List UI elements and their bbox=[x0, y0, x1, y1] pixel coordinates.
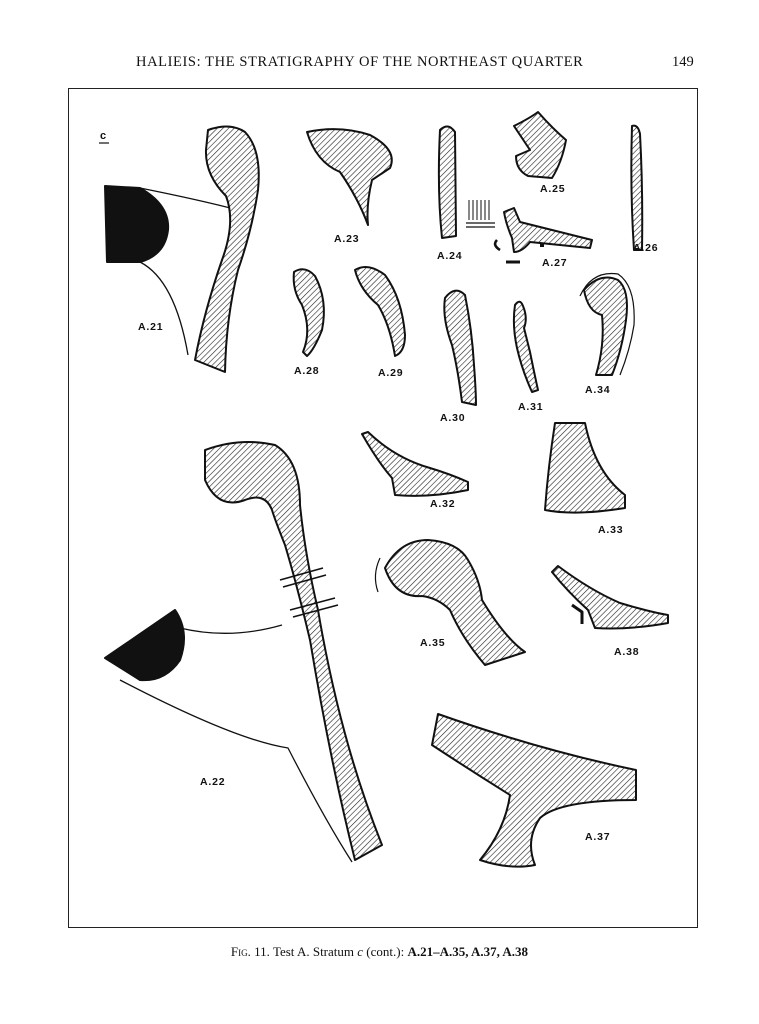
caption-label: Fig. 11. bbox=[230, 944, 270, 959]
label-a31: A.31 bbox=[518, 401, 543, 413]
profile-a27 bbox=[466, 200, 593, 264]
label-a26: A.26 bbox=[633, 242, 658, 254]
profile-a29 bbox=[354, 265, 406, 357]
label-a30: A.30 bbox=[440, 412, 465, 424]
running-head-title: HALIEIS: THE STRATIGRAPHY OF THE NORTHEA… bbox=[136, 54, 584, 70]
label-a29: A.29 bbox=[378, 367, 403, 379]
profile-a24 bbox=[437, 125, 457, 239]
profile-a21 bbox=[104, 125, 260, 373]
page-number: 149 bbox=[672, 54, 694, 70]
profile-a34 bbox=[579, 272, 635, 376]
figure-caption: Fig. 11. Test A. Stratum c (cont.): A.21… bbox=[0, 944, 759, 960]
label-a28: A.28 bbox=[294, 365, 319, 377]
label-a24: A.24 bbox=[437, 250, 462, 262]
label-a21: A.21 bbox=[138, 321, 163, 333]
label-a35: A.35 bbox=[420, 637, 445, 649]
running-head: HALIEIS: THE STRATIGRAPHY OF THE NORTHEA… bbox=[0, 54, 759, 76]
stratum-letter: c bbox=[100, 130, 106, 142]
caption-items: A.21–A.35, A.37, A.38 bbox=[407, 944, 529, 959]
profile-a37 bbox=[431, 713, 637, 868]
caption-stratum: c bbox=[357, 944, 364, 959]
profile-a30 bbox=[443, 289, 477, 406]
profile-a28 bbox=[292, 268, 325, 357]
caption-prefix: Test A. Stratum bbox=[272, 944, 354, 959]
figure-frame bbox=[68, 88, 698, 928]
profile-a35 bbox=[374, 539, 526, 666]
profile-a38 bbox=[551, 565, 669, 630]
profile-a26 bbox=[630, 124, 644, 251]
label-a32: A.32 bbox=[430, 498, 455, 510]
label-a27: A.27 bbox=[542, 257, 567, 269]
label-a33: A.33 bbox=[598, 524, 623, 536]
caption-suffix: (cont.): bbox=[366, 944, 405, 959]
profile-a22 bbox=[104, 441, 383, 863]
label-a25: A.25 bbox=[540, 183, 565, 195]
label-a23: A.23 bbox=[334, 233, 359, 245]
label-a37: A.37 bbox=[585, 831, 610, 843]
profile-a23 bbox=[306, 128, 393, 226]
profile-a33 bbox=[544, 422, 626, 514]
label-a38: A.38 bbox=[614, 646, 639, 658]
profile-a25 bbox=[513, 111, 567, 179]
profile-a31 bbox=[512, 300, 539, 393]
label-a22: A.22 bbox=[200, 776, 225, 788]
label-a34: A.34 bbox=[585, 384, 610, 396]
profile-a32 bbox=[361, 431, 469, 497]
